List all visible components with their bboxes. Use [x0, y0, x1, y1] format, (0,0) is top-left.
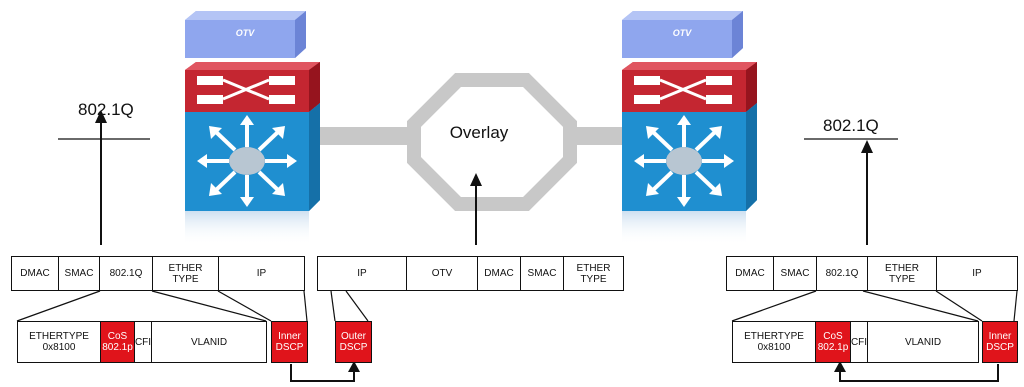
middle-outer-dscp: Outer DSCP	[335, 321, 372, 363]
right-frame-ip: IP	[936, 256, 1018, 291]
overlay-octagon	[407, 73, 577, 211]
left-expansion-lines	[16, 290, 308, 322]
middle-expansion-lines	[330, 290, 369, 322]
left-tag-cfi: CFI	[134, 321, 152, 363]
left-tag-ethertype: ETHERTYPE 0x8100	[17, 321, 101, 363]
bottom-connectors	[290, 361, 999, 382]
right-switch-icon	[622, 11, 757, 245]
right-tag-cos: CoS 802.1p	[815, 321, 851, 363]
left-frame-8021q: 802.1Q	[99, 256, 153, 291]
right-otv-label: OTV	[672, 28, 692, 38]
middle-frame-ip: IP	[317, 256, 407, 291]
right-inner-dscp: Inner DSCP	[982, 321, 1018, 363]
left-frame-dmac: DMAC	[11, 256, 59, 291]
middle-frame-smac: SMAC	[520, 256, 564, 291]
right-frame-8021q: 802.1Q	[816, 256, 868, 291]
up-arrows	[95, 110, 873, 245]
left-frame-ethertype: ETHER TYPE	[152, 256, 219, 291]
right-expansion-lines	[731, 290, 1018, 322]
middle-frame-ethertype: ETHER TYPE	[563, 256, 624, 291]
middle-frame-dmac: DMAC	[477, 256, 521, 291]
left-inner-dscp: Inner DSCP	[271, 321, 308, 363]
link-left	[318, 127, 414, 145]
left-switch-icon	[185, 11, 320, 245]
overlay-label: Overlay	[449, 123, 509, 142]
right-protocol-label: 802.1Q	[823, 116, 879, 135]
right-tag-vlanid: VLANID	[867, 321, 979, 363]
right-tag-ethertype: ETHERTYPE 0x8100	[732, 321, 816, 363]
right-frame-smac: SMAC	[773, 256, 817, 291]
middle-frame-otv: OTV	[406, 256, 478, 291]
link-right	[566, 127, 632, 145]
left-frame-ip: IP	[218, 256, 305, 291]
left-tag-cos: CoS 802.1p	[100, 321, 135, 363]
right-tag-cfi: CFI	[850, 321, 868, 363]
left-protocol-label: 802.1Q	[78, 100, 134, 119]
left-tag-vlanid: VLANID	[151, 321, 267, 363]
right-frame-dmac: DMAC	[726, 256, 774, 291]
left-frame-smac: SMAC	[58, 256, 100, 291]
left-otv-label: OTV	[235, 28, 255, 38]
right-frame-ethertype: ETHER TYPE	[867, 256, 937, 291]
